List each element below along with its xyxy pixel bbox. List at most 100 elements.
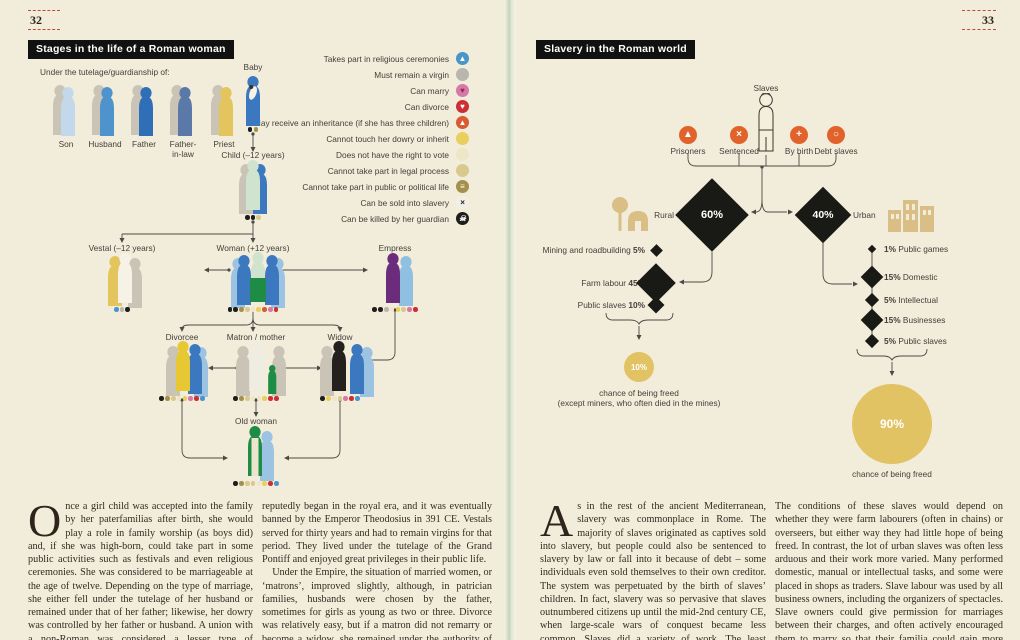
status-dot <box>262 307 267 313</box>
origin-label-sentenced: Sentenced <box>719 146 759 156</box>
urban-icon <box>888 200 934 232</box>
status-dot <box>349 396 354 402</box>
status-dot <box>256 215 262 221</box>
status-dot <box>233 481 239 487</box>
stage-label-vestal: Vestal (–12 years) <box>88 243 156 253</box>
status-dot <box>244 215 250 221</box>
status-dot <box>182 396 188 402</box>
urban-breakdown-games: 1% Public games <box>884 244 949 254</box>
intellectual-diamond <box>864 292 880 308</box>
status-dot <box>256 307 262 313</box>
status-dot <box>268 396 273 402</box>
child-figure <box>239 160 267 214</box>
old-woman-status-dots <box>214 481 298 487</box>
status-dot <box>268 481 273 487</box>
status-dot <box>119 307 125 313</box>
status-dot <box>384 307 389 313</box>
tutelage-label-priest: Priest <box>213 139 235 149</box>
page-gutter <box>504 0 516 640</box>
article-left-col2: reputedly began in the royal era, and it… <box>262 501 492 640</box>
stage-label-old-woman: Old woman <box>235 416 277 426</box>
urban-breakdown-domestic: 15% Domestic <box>884 272 938 282</box>
status-dot <box>233 307 238 313</box>
status-dot <box>378 307 383 313</box>
page-33: 33 Slavery in the Roman world Slaves <box>516 0 1020 640</box>
rural-breakdown-mining: Mining and roadbuilding 5% <box>542 245 645 255</box>
widow-figure <box>320 341 374 397</box>
stage-label-widow: Widow <box>327 332 353 342</box>
rural-breakdown-farm: Farm labour 45% <box>581 278 645 288</box>
matron-status-dots <box>214 396 298 402</box>
status-dot <box>250 396 256 402</box>
freed-rural-caption-note: (except miners, who often died in the mi… <box>557 398 721 408</box>
urban-label: Urban <box>853 210 876 220</box>
stage-label-matron: Matron / mother <box>226 332 286 342</box>
status-dot <box>159 396 165 402</box>
status-dot <box>320 396 325 402</box>
urban-breakdown-public: 5% Public slaves <box>884 336 947 346</box>
status-dot <box>389 307 395 313</box>
woman-figure <box>231 252 285 308</box>
sentenced-icon: × <box>730 126 748 144</box>
matron-figure <box>236 341 286 396</box>
widow-status-dots <box>298 396 382 402</box>
status-dot <box>407 307 412 313</box>
businesses-diamond <box>860 308 884 332</box>
rural-label: Rural <box>654 210 674 220</box>
can-marry-icon: ♥ <box>456 84 469 97</box>
status-dot <box>165 396 170 402</box>
divorcee-figure <box>166 341 208 397</box>
status-dot <box>256 481 262 487</box>
status-dot <box>239 307 244 313</box>
by-birth-icon: + <box>790 126 808 144</box>
status-dot <box>253 127 259 133</box>
origin-label-by-birth: By birth <box>784 146 814 156</box>
no-legal-process-icon <box>456 164 469 177</box>
status-dot <box>176 396 182 402</box>
public-slaves-rural-diamond <box>647 296 665 314</box>
son-figure <box>53 85 75 136</box>
status-dot <box>273 307 279 313</box>
status-dot <box>125 307 131 313</box>
status-dot <box>250 481 256 487</box>
stage-label-divorcee: Divorcee <box>165 332 199 342</box>
urban-breakdown-businesses: 15% Businesses <box>884 315 946 325</box>
freed-chance-rural: 10% <box>624 352 654 382</box>
urban-share-diamond: 40% <box>794 186 852 244</box>
status-dot <box>233 396 239 402</box>
status-dot <box>113 307 119 313</box>
status-dot <box>256 396 262 402</box>
empress-status-dots <box>353 307 437 313</box>
tutelage-label-father: Father <box>132 139 156 149</box>
status-dot <box>250 215 256 221</box>
mining-diamond <box>649 243 663 257</box>
baby-figure <box>246 76 260 126</box>
status-dot <box>372 307 378 313</box>
status-dot <box>239 396 244 402</box>
rural-breakdown-public: Public slaves 10% <box>577 300 645 310</box>
status-dot <box>268 307 273 313</box>
status-dot <box>326 396 331 402</box>
status-dot <box>245 481 250 487</box>
status-dot <box>355 396 360 402</box>
status-dot <box>188 396 193 402</box>
empress-figure <box>386 253 413 306</box>
public-slaves-urban-diamond <box>864 333 880 349</box>
status-dot <box>395 307 401 313</box>
section-title-right: Slavery in the Roman world <box>536 40 695 59</box>
no-vote-icon <box>456 148 469 161</box>
tutelage-heading: Under the tutelage/guardianship of: <box>40 67 170 77</box>
tutelage-label-father-in-law: Father- in-law <box>169 139 197 159</box>
status-dot <box>262 481 267 487</box>
prisoners-icon: ▲ <box>679 126 697 144</box>
status-dot <box>273 396 279 402</box>
page-number: 33 <box>962 10 996 30</box>
status-dot <box>401 307 406 313</box>
freed-rural-caption: chance of being freed <box>599 388 679 398</box>
religious-ceremonies-icon: ▲ <box>456 52 469 65</box>
status-dot <box>273 481 279 487</box>
vestal-figure <box>108 253 142 308</box>
